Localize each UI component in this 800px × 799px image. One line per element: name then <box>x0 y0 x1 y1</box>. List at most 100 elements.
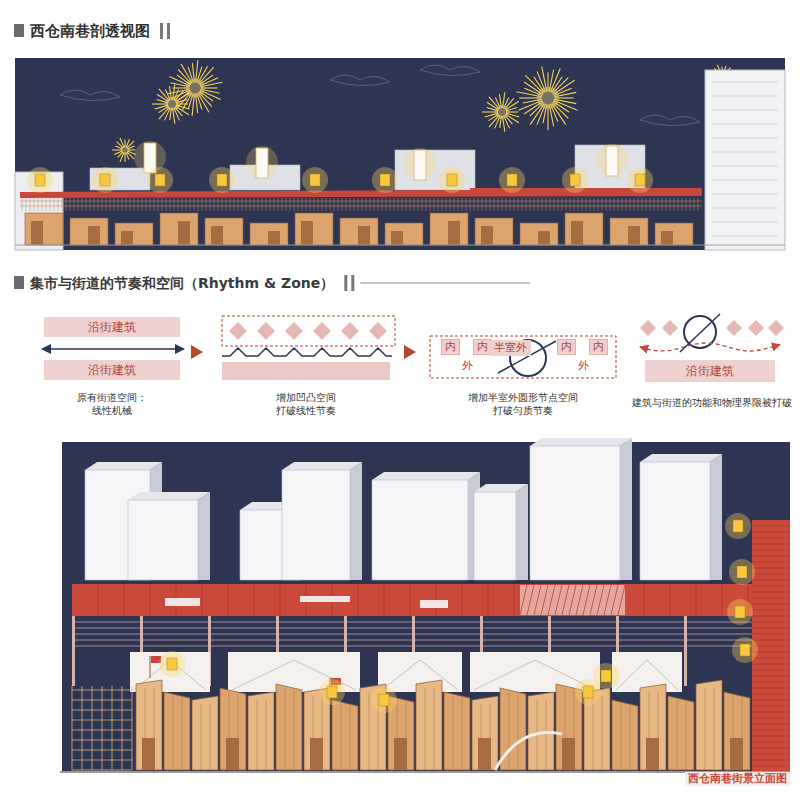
booth-opening <box>31 221 43 245</box>
pink-diamond <box>768 320 784 336</box>
header-rule <box>360 283 530 284</box>
lattice <box>234 198 235 211</box>
drawing-name: 西仓南巷街景立面图 <box>685 772 790 786</box>
lattice <box>242 198 243 211</box>
vertical-sign <box>606 146 618 176</box>
lantern-body <box>167 658 177 670</box>
building-side <box>710 454 722 580</box>
inner-cell: 内 <box>557 339 576 355</box>
lantern <box>439 167 465 193</box>
lantern <box>562 167 588 193</box>
lattice <box>578 198 579 211</box>
lattice <box>350 198 351 211</box>
facade-slat <box>752 730 790 731</box>
zigzag-edge <box>222 348 392 356</box>
stall-door <box>478 738 491 770</box>
wooden-stall <box>220 688 246 770</box>
lantern <box>27 167 53 193</box>
lattice <box>210 198 211 211</box>
cloud <box>60 90 120 101</box>
booth-opening <box>178 221 190 245</box>
building <box>705 70 785 250</box>
building <box>15 172 63 250</box>
window-line <box>712 110 778 111</box>
timber-line <box>453 696 454 770</box>
facade-slat <box>752 754 790 755</box>
firework-ray <box>524 102 543 114</box>
lantern <box>159 651 185 677</box>
lantern-body <box>507 174 517 186</box>
pink-diamond <box>313 322 331 340</box>
roof-void <box>300 596 350 602</box>
window-line <box>712 166 778 167</box>
lattice <box>582 198 583 211</box>
lattice <box>662 198 663 211</box>
frame-beam <box>72 720 132 721</box>
lattice <box>222 198 223 211</box>
market-booth <box>115 223 153 245</box>
facade-slat <box>752 532 790 533</box>
lattice <box>498 198 499 211</box>
timber-line <box>462 696 463 770</box>
diagram-caption: 建筑与街道的功能和物理界限被打破 <box>629 396 795 409</box>
roof-void <box>420 600 448 608</box>
white-bay <box>612 652 682 692</box>
booth-opening <box>88 226 100 245</box>
diagram-caption: 增加凹凸空间 打破线性节奏 <box>274 391 338 417</box>
lantern-body <box>583 686 593 698</box>
lantern-body <box>737 566 747 578</box>
roof-seam <box>696 584 697 616</box>
lantern-glow <box>147 167 173 193</box>
roof-hatch <box>534 585 541 615</box>
lattice <box>698 198 699 211</box>
firework <box>152 84 189 124</box>
dashed-frame <box>222 316 395 346</box>
wooden-stall <box>332 700 358 770</box>
building <box>530 446 620 580</box>
firework-ray <box>554 88 572 95</box>
roof-hatch <box>583 585 590 615</box>
firework-ray <box>200 82 222 87</box>
lattice <box>318 198 319 211</box>
lantern-body <box>155 174 165 186</box>
market-booth <box>205 218 243 245</box>
lattice <box>542 198 543 211</box>
lantern-glow <box>27 167 53 193</box>
firework-ray <box>159 107 169 119</box>
lattice <box>190 198 191 211</box>
lattice <box>462 198 463 211</box>
window-line <box>712 208 778 209</box>
lantern-glow <box>627 167 653 193</box>
facade-slat <box>752 676 790 677</box>
facade-slat <box>752 712 790 713</box>
lattice <box>474 198 475 211</box>
facade-slat <box>752 718 790 719</box>
timber-line <box>350 704 351 770</box>
lattice <box>502 198 503 211</box>
frame-post <box>112 686 113 770</box>
lattice <box>106 198 107 211</box>
lattice <box>366 198 367 211</box>
firework-ray <box>482 111 498 112</box>
lattice <box>338 198 339 211</box>
lattice <box>650 198 651 211</box>
facade-slat <box>752 622 790 623</box>
lattice <box>450 198 451 211</box>
lattice <box>250 198 251 211</box>
facade-slat <box>752 586 790 587</box>
wooden-stall <box>472 696 498 770</box>
timber-line <box>210 704 211 770</box>
timber-line <box>201 704 202 770</box>
firework-ray <box>525 75 543 93</box>
building-top <box>282 462 362 470</box>
lattice <box>654 198 655 211</box>
red-building <box>752 520 790 772</box>
firework-ray <box>200 90 220 99</box>
lattice <box>610 198 611 211</box>
lantern-glow <box>499 167 525 193</box>
lattice <box>50 198 51 211</box>
stall-door <box>562 738 575 770</box>
facade-slat <box>752 700 790 701</box>
lantern-body <box>217 174 227 186</box>
wooden-stall <box>724 692 750 770</box>
